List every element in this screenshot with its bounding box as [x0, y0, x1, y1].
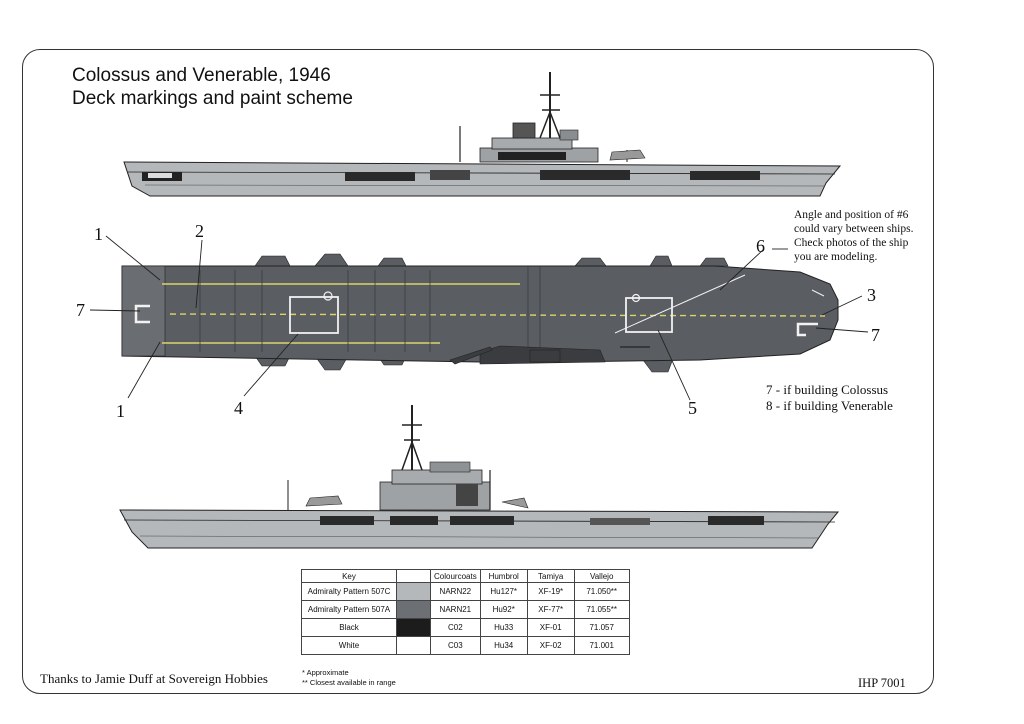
header-humbrol: Humbrol	[479, 569, 528, 583]
paint-swatch	[396, 582, 431, 601]
bottom-island	[287, 405, 529, 511]
vallejo-code: 71.055**	[573, 600, 630, 619]
deck-centerline	[169, 313, 826, 317]
callout-1-upper: 1	[94, 224, 103, 244]
note-line: Check photos of the ship	[794, 237, 909, 249]
tamiya-code: XF-02	[526, 636, 575, 655]
vallejo-code: 71.001	[573, 636, 630, 655]
bottom-hull	[119, 509, 840, 549]
legend-venerable: 8 - if building Venerable	[766, 398, 893, 413]
callout-5: 5	[688, 398, 697, 418]
footnote-approximate: * Approximate	[302, 668, 349, 677]
top-island	[459, 72, 646, 163]
header-key: Key	[301, 569, 397, 583]
paint-name: White	[301, 636, 397, 655]
humbrol-code: Hu127*	[479, 582, 528, 601]
stern-marking	[134, 304, 150, 324]
sheet-title: Colossus and Venerable, 1946	[72, 65, 331, 86]
header-tamiya: Tamiya	[526, 569, 575, 583]
paint-swatch	[396, 618, 431, 637]
paint-key-table: Key Colourcoats Humbrol Tamiya Vallejo A…	[301, 569, 630, 655]
header-swatch	[396, 569, 431, 583]
callout-2: 2	[195, 221, 204, 241]
callout-1-lower: 1	[116, 401, 125, 421]
footnotes: * Approximate ** Closest available in ra…	[302, 668, 396, 688]
credits-text: Thanks to Jamie Duff at Sovereign Hobbie…	[40, 671, 268, 686]
aft-lift-marking	[289, 296, 339, 334]
angle-note: Angle and position of #6 could vary betw…	[794, 208, 913, 264]
note-line: you are modeling.	[794, 251, 878, 263]
vallejo-code: 71.057	[573, 618, 630, 637]
callout-6: 6	[756, 236, 765, 256]
legend-colossus: 7 - if building Colossus	[766, 382, 889, 397]
top-profile-view	[123, 72, 842, 197]
callout-lines	[89, 235, 869, 401]
callout-7-bow: 7	[871, 325, 880, 345]
header-colourcoats: Colourcoats	[430, 569, 481, 583]
note-line: could vary between ships.	[794, 223, 914, 235]
callout-7-stern: 7	[76, 300, 85, 320]
paint-name: Black	[301, 618, 397, 637]
colourcoats-code: NARN21	[430, 600, 481, 619]
humbrol-code: Hu92*	[479, 600, 528, 619]
vallejo-code: 71.050**	[573, 582, 630, 601]
humbrol-code: Hu34	[479, 636, 528, 655]
table-row: White C03 Hu34 XF-02 71.001	[301, 636, 630, 655]
table-header-row: Key Colourcoats Humbrol Tamiya Vallejo	[301, 569, 630, 583]
tamiya-code: XF-01	[526, 618, 575, 637]
top-gallery-2	[345, 172, 415, 181]
top-hull	[123, 161, 842, 197]
note-line: Angle and position of #6	[794, 209, 909, 221]
colourcoats-code: C02	[430, 618, 481, 637]
tamiya-code: XF-19*	[526, 582, 575, 601]
sheet-frame	[22, 49, 934, 694]
table-row: Admiralty Pattern 507A NARN21 Hu92* XF-7…	[301, 600, 630, 619]
colourcoats-code: NARN22	[430, 582, 481, 601]
angled-marking	[614, 274, 746, 334]
sheet-subtitle: Deck markings and paint scheme	[72, 88, 353, 109]
deck-plan-view	[121, 253, 839, 373]
paint-swatch	[396, 636, 431, 655]
paint-swatch	[396, 600, 431, 619]
header-vallejo: Vallejo	[573, 569, 630, 583]
colourcoats-code: C03	[430, 636, 481, 655]
forward-lift-marking	[625, 297, 673, 333]
footnote-closest: ** Closest available in range	[302, 678, 396, 687]
bow-marking	[796, 322, 818, 337]
bottom-profile-view	[119, 405, 840, 549]
paint-name: Admiralty Pattern 507A	[301, 600, 397, 619]
tamiya-code: XF-77*	[526, 600, 575, 619]
humbrol-code: Hu33	[479, 618, 528, 637]
paint-name: Admiralty Pattern 507C	[301, 582, 397, 601]
plan-island	[449, 345, 606, 365]
callout-3: 3	[867, 285, 876, 305]
table-row: Black C02 Hu33 XF-01 71.057	[301, 618, 630, 637]
build-legend: 7 - if building Colossus 8 - if building…	[766, 382, 893, 414]
product-code: IHP 7001	[858, 676, 906, 690]
table-row: Admiralty Pattern 507C NARN22 Hu127* XF-…	[301, 582, 630, 601]
callout-4: 4	[234, 398, 243, 418]
